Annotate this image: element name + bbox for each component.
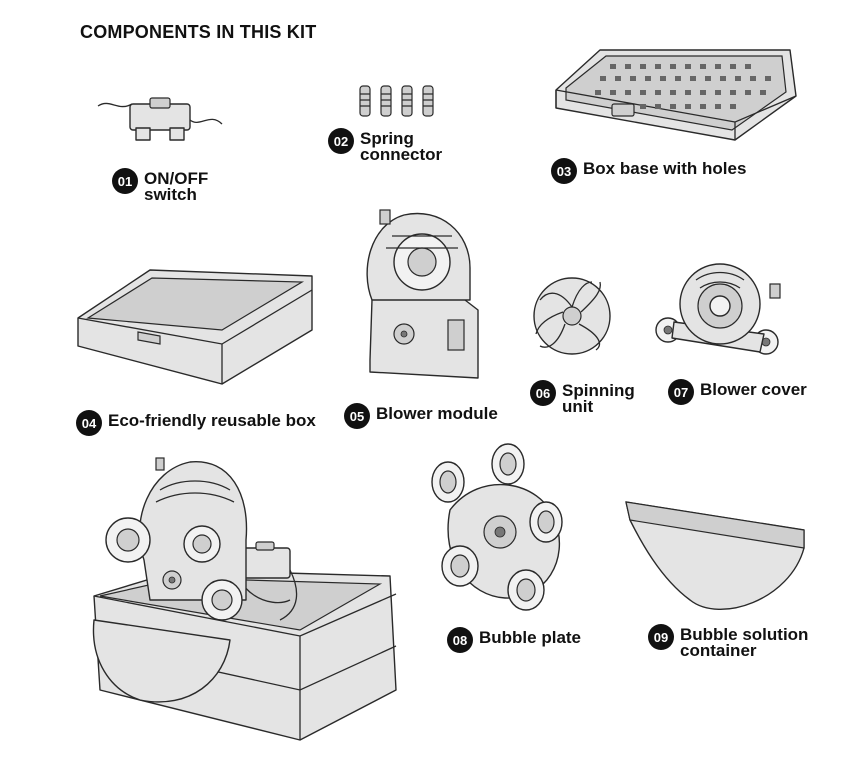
number-badge: 07 bbox=[668, 379, 694, 405]
bubble-plate-icon bbox=[431, 443, 563, 611]
box-base-icon bbox=[555, 49, 797, 141]
component-label: Box base with holes bbox=[583, 159, 747, 178]
page-title: COMPONENTS IN THIS KIT bbox=[80, 22, 317, 42]
label-spring-connector: 02 Spring connector bbox=[328, 128, 442, 163]
number-badge: 08 bbox=[447, 627, 473, 653]
number-badge: 09 bbox=[648, 624, 674, 650]
component-label: Spinning unit bbox=[562, 381, 635, 416]
component-label: ON/OFF switch bbox=[144, 169, 209, 204]
number-badge: 03 bbox=[551, 158, 577, 184]
label-bubble-plate: 08 Bubble plate bbox=[447, 627, 581, 653]
number-badge: 06 bbox=[530, 380, 556, 406]
number-badge: 01 bbox=[112, 168, 138, 194]
label-blower-cover: 07 Blower cover bbox=[668, 379, 807, 405]
blower-cover-icon bbox=[655, 263, 781, 355]
component-label: Bubble plate bbox=[479, 628, 582, 647]
component-label: Bubble solution container bbox=[680, 625, 809, 660]
number-badge: 02 bbox=[328, 128, 354, 154]
label-blower-module: 05 Blower module bbox=[344, 403, 498, 429]
reusable-box-icon bbox=[77, 269, 313, 385]
component-label: Blower module bbox=[376, 404, 498, 423]
switch-icon bbox=[97, 97, 223, 141]
component-label: Spring connector bbox=[360, 129, 443, 164]
blower-module-icon bbox=[366, 209, 479, 379]
number-badge: 04 bbox=[76, 410, 102, 436]
label-box-base: 03 Box base with holes bbox=[551, 158, 746, 184]
label-solution-container: 09 Bubble solution container bbox=[648, 624, 808, 659]
label-on-off-switch: 01 ON/OFF switch bbox=[112, 168, 208, 203]
component-label: Blower cover bbox=[700, 380, 807, 399]
assembled-machine-icon bbox=[92, 457, 397, 741]
spring-connector-icon bbox=[359, 85, 434, 117]
label-reusable-box: 04 Eco-friendly reusable box bbox=[76, 410, 316, 436]
label-spinning-unit: 06 Spinning unit bbox=[530, 380, 635, 415]
spinning-unit-icon bbox=[533, 277, 611, 355]
component-label: Eco-friendly reusable box bbox=[108, 411, 316, 430]
solution-container-icon bbox=[625, 501, 805, 610]
number-badge: 05 bbox=[344, 403, 370, 429]
